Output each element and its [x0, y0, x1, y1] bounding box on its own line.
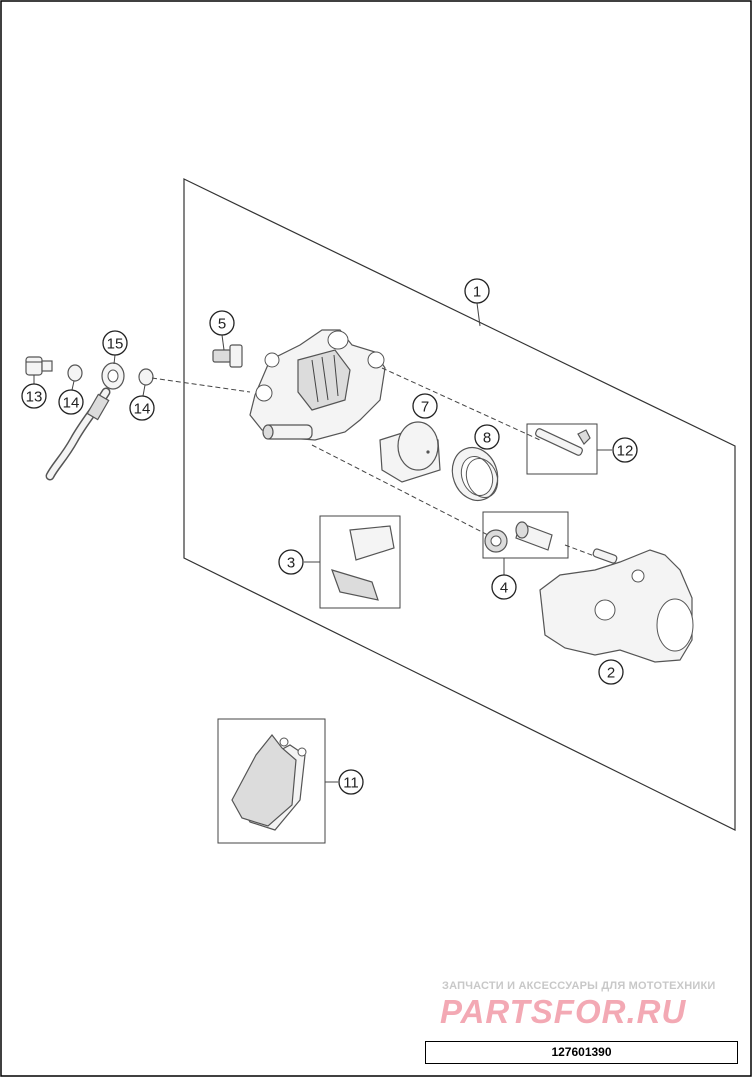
leader-1: [476, 302, 481, 327]
banjo-bolt: [25, 356, 53, 376]
watermark-caption: ЗАПЧАСТИ И АКСЕССУАРЫ ДЛЯ МОТОТЕХНИКИ: [442, 980, 716, 992]
leader-14b: [142, 384, 146, 397]
svg-text:13: 13: [26, 389, 43, 406]
piston: [379, 421, 441, 483]
svg-text:8: 8: [483, 430, 491, 447]
callout-8: 8: [474, 424, 500, 450]
watermark-logo: PARTSFOR.RU: [440, 993, 687, 1030]
part-number-box: 127601390: [425, 1041, 738, 1064]
callout-7: 7: [412, 393, 438, 419]
callout-14-right: 14: [129, 395, 155, 421]
banjo-fitting: [101, 362, 125, 390]
svg-text:3: 3: [287, 555, 295, 572]
caliper-bracket: [539, 548, 694, 663]
callout-13: 13: [21, 383, 47, 409]
sealing-ring-right: [138, 368, 154, 386]
callout-11: 11: [338, 769, 364, 795]
callout-1: 1: [464, 278, 490, 304]
pin-kit-box: [526, 423, 598, 475]
slide-pin-kit-box: [482, 511, 569, 559]
brake-pad-box: [217, 718, 326, 844]
callout-2: 2: [598, 659, 624, 685]
svg-text:7: 7: [421, 399, 429, 416]
brake-hose: [45, 387, 111, 481]
assembly-outline: [183, 178, 736, 831]
svg-text:12: 12: [617, 443, 634, 460]
svg-text:15: 15: [107, 336, 124, 353]
sealing-ring-left: [67, 364, 83, 382]
svg-text:2: 2: [607, 665, 615, 682]
callout-4: 4: [491, 574, 517, 600]
hose-leader-line: [151, 377, 251, 393]
leader-14a: [71, 380, 75, 391]
svg-text:14: 14: [63, 395, 80, 412]
bleeder-valve: [212, 344, 243, 368]
pad-spring-box: [319, 515, 401, 609]
svg-text:4: 4: [500, 580, 508, 597]
callout-5: 5: [209, 310, 235, 336]
callout-12: 12: [612, 437, 638, 463]
callout-15: 15: [102, 330, 128, 356]
leader-15: [113, 354, 116, 365]
leader-5: [221, 334, 225, 351]
caliper-housing: [249, 329, 386, 441]
svg-text:11: 11: [343, 775, 359, 792]
axis-line-upper: [381, 367, 541, 441]
svg-text:5: 5: [218, 316, 226, 333]
callout-14-left: 14: [58, 389, 84, 415]
svg-text:1: 1: [473, 284, 481, 301]
piston-seal-set: [451, 446, 499, 502]
callout-3: 3: [278, 549, 304, 575]
axis-line-lower: [311, 444, 489, 536]
svg-text:14: 14: [134, 401, 151, 418]
